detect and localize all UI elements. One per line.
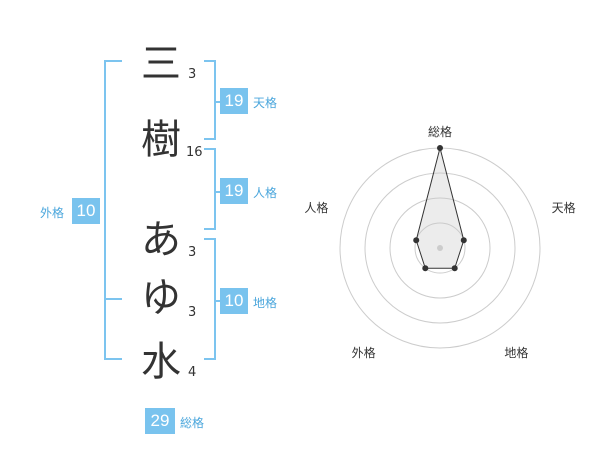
name-char-2: 樹 — [141, 117, 181, 163]
stroke-count-1: 3 — [188, 67, 197, 82]
tenkaku-value: 19 — [220, 88, 248, 114]
tenkaku-connector — [214, 101, 220, 103]
jinkaku-label: 人格 — [253, 186, 278, 200]
tenkaku-label: 天格 — [253, 96, 278, 110]
name-char-5: 水 — [141, 339, 181, 385]
stroke-count-4: 3 — [188, 305, 197, 320]
radar-axis-label-2: 天格 — [552, 200, 576, 215]
radar-point-1 — [437, 145, 443, 151]
name-char-1: 三 — [141, 41, 181, 87]
radar-axis-label-3: 地格 — [504, 345, 528, 360]
stroke-count-3: 3 — [188, 245, 197, 260]
radar-axis-label-4: 外格 — [352, 345, 376, 360]
radar-center-dot — [437, 245, 443, 251]
radar-ring-3 — [364, 172, 516, 324]
chikaku-bracket — [204, 238, 216, 360]
radar-point-2 — [460, 237, 467, 244]
radar-point-5 — [413, 237, 420, 244]
radar-point-3 — [451, 265, 458, 272]
chikaku-connector — [214, 300, 220, 302]
chikaku-label: 地格 — [253, 296, 278, 310]
jinkaku-connector — [214, 191, 220, 193]
radar-axis-label-5: 人格 — [304, 200, 328, 215]
jinkaku-value: 19 — [220, 178, 248, 204]
soukaku-label: 総格 — [180, 416, 205, 430]
stroke-count-5: 4 — [188, 365, 197, 380]
stroke-count-2: 16 — [186, 145, 203, 160]
soukaku-value: 29 — [145, 408, 175, 434]
gaikaku-label: 外格 — [40, 206, 65, 220]
chikaku-value: 10 — [220, 288, 248, 314]
name-char-4: ゆ — [141, 275, 181, 321]
gaikaku-bracket-tick — [104, 298, 122, 300]
gaikaku-value: 10 — [72, 198, 100, 224]
radar-series-polygon — [415, 147, 465, 269]
name-char-3: あ — [141, 217, 181, 263]
jinkaku-bracket — [204, 148, 216, 230]
radar-ring-2 — [389, 197, 491, 299]
gaikaku-bracket — [104, 60, 122, 360]
radar-point-4 — [422, 265, 429, 272]
radar-ring-1 — [414, 222, 466, 274]
tenkaku-bracket — [204, 60, 216, 140]
radar-axis-label-1: 総格 — [428, 124, 452, 139]
